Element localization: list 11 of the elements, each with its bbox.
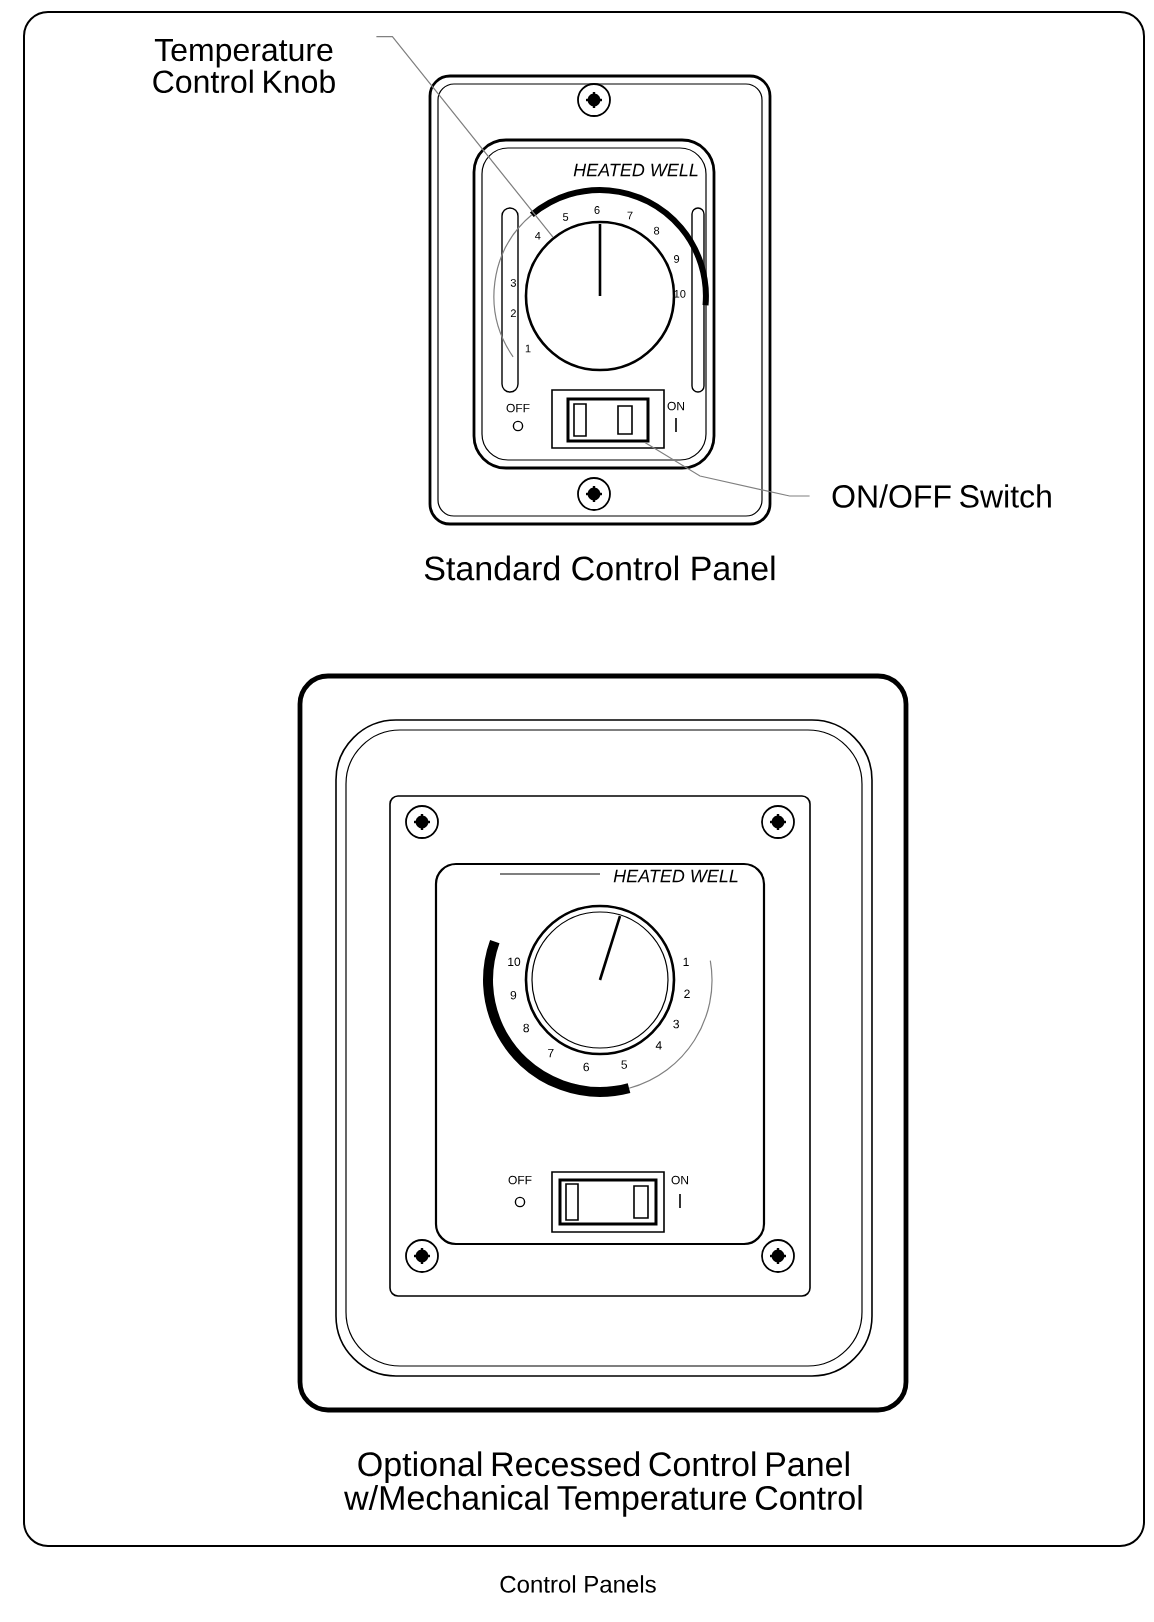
callout-label: Temperature Control Knob: [153, 38, 335, 94]
panel-label: HEATED WELL: [573, 163, 698, 177]
control-knob: [524, 220, 676, 372]
caption: Control Panels: [500, 1575, 656, 1593]
callout-label: ON/OFF Switch: [832, 484, 1051, 508]
leader-line: [644, 441, 811, 497]
leader-line: [375, 35, 554, 238]
panel-label: HEATED WELL: [613, 869, 738, 883]
panel-caption: Standard Control Panel: [424, 555, 775, 581]
panel-caption: Optional Recessed Control Panel w/Mechanical Temperature Control: [344, 1451, 862, 1517]
rocker-switch: [566, 397, 650, 443]
